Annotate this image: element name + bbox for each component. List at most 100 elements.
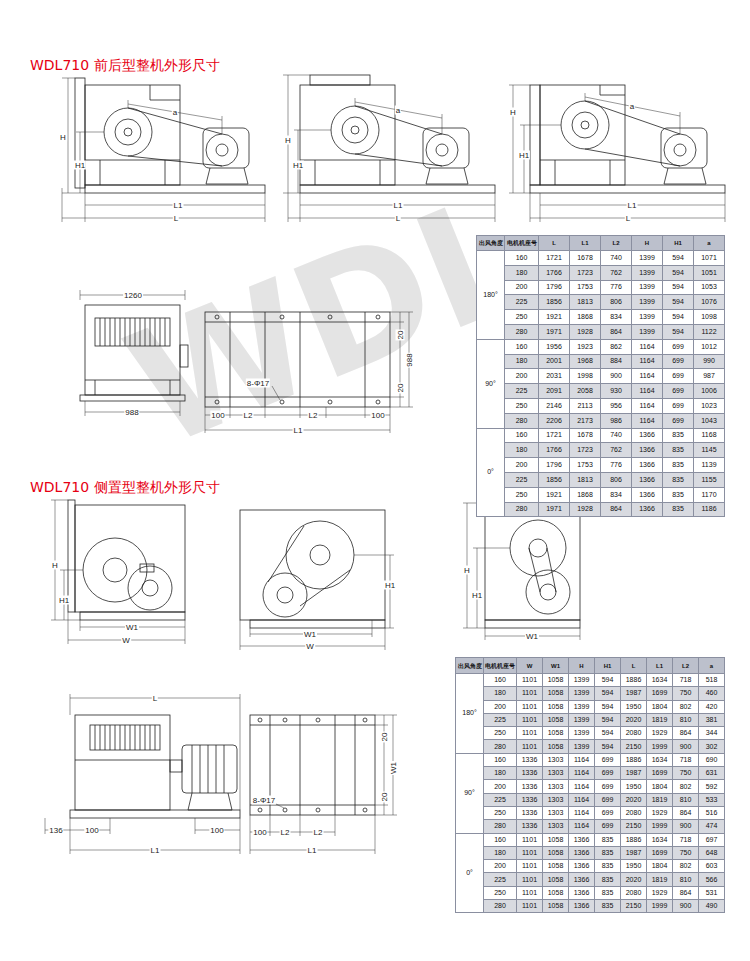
side-base-plan-part xyxy=(258,718,262,722)
table-cell: 1998 xyxy=(570,369,601,384)
table-cell: 1336 xyxy=(517,780,543,793)
table-cell: 1399 xyxy=(569,740,595,753)
table-cell: 1101 xyxy=(517,873,543,886)
front-rear-elevation-b-part xyxy=(426,168,468,184)
section-title: WDL710 侧置型整机外形尺寸 xyxy=(30,479,220,495)
table-cell: 531 xyxy=(699,886,725,899)
table-cell: 180 xyxy=(484,687,517,700)
table-cell: 834 xyxy=(601,310,632,325)
front-rear-elevation-c xyxy=(530,85,725,193)
table-cell: 594 xyxy=(595,674,621,687)
table-cell: 835 xyxy=(595,900,621,913)
table-cell: 1999 xyxy=(647,820,673,833)
table-cell: 420 xyxy=(699,700,725,713)
table-cell: 835 xyxy=(595,886,621,899)
table-header: W xyxy=(517,658,543,674)
front-rear-elevation-a-part xyxy=(203,128,249,168)
table-cell: 1886 xyxy=(621,753,647,766)
dimension-label: 988 xyxy=(124,408,139,417)
table-cell: 200 xyxy=(505,458,539,473)
table-cell: 1366 xyxy=(569,900,595,913)
dimension-lines-plan-part xyxy=(80,290,185,416)
table-cell: 1053 xyxy=(694,280,725,295)
side-base-plan-part xyxy=(363,808,367,812)
table-cell: 594 xyxy=(663,265,694,280)
table-cell: 835 xyxy=(663,472,694,487)
side-elevation-e-part xyxy=(250,620,385,628)
table-cell: 1950 xyxy=(621,780,647,793)
table-cell: 690 xyxy=(699,753,725,766)
table-cell: 987 xyxy=(694,369,725,384)
table-cell: 1164 xyxy=(569,753,595,766)
front-rear-elevation-a-part xyxy=(206,134,238,166)
front-rear-elevation-b-part xyxy=(423,128,469,168)
table-cell: 835 xyxy=(663,458,694,473)
base-plan-view-part xyxy=(280,315,284,319)
side-elevation-d-part xyxy=(128,566,172,610)
front-rear-elevation-a-part xyxy=(104,108,152,156)
table-cell: 1058 xyxy=(543,713,569,726)
table-cell: 1399 xyxy=(632,265,663,280)
table-cell: 1164 xyxy=(632,354,663,369)
table-cell: 699 xyxy=(595,767,621,780)
table-cell: 1058 xyxy=(543,860,569,873)
table-cell: 250 xyxy=(505,487,539,502)
table-cell: 1043 xyxy=(694,413,725,428)
side-base-plan-part xyxy=(316,808,320,812)
table-cell: 1868 xyxy=(570,310,601,325)
table-header: H xyxy=(569,658,595,674)
table-cell: 1336 xyxy=(517,820,543,833)
table-cell: 699 xyxy=(595,753,621,766)
table-cell: 1956 xyxy=(539,339,570,354)
side-view xyxy=(70,715,240,818)
angle-cell: 0° xyxy=(456,833,484,913)
dimension-label: 1260 xyxy=(123,291,143,300)
front-rear-elevation-a-part xyxy=(85,185,265,193)
table-cell: 1303 xyxy=(543,753,569,766)
dimension-label: 100 xyxy=(210,411,225,420)
table-cell: 900 xyxy=(673,900,699,913)
angle-cell: 90° xyxy=(456,753,484,833)
table-cell: 280 xyxy=(505,502,539,517)
table-cell: 225 xyxy=(505,472,539,487)
table-cell: 250 xyxy=(505,310,539,325)
dimension-label: H xyxy=(463,566,471,575)
table-cell: 1856 xyxy=(539,295,570,310)
table-cell: 1303 xyxy=(543,780,569,793)
side-elevation-f-part xyxy=(485,620,580,628)
front-rear-elevation-a-part xyxy=(206,168,248,184)
table-cell: 2080 xyxy=(621,886,647,899)
table-cell: 776 xyxy=(601,280,632,295)
table-cell: 1813 xyxy=(570,295,601,310)
dimension-label: W1 xyxy=(125,623,139,632)
table-cell: 806 xyxy=(601,472,632,487)
front-rear-elevation-c-part xyxy=(664,134,696,166)
angle-cell: 180° xyxy=(456,674,484,754)
table-cell: 1678 xyxy=(570,251,601,266)
front-rear-elevation-c-part xyxy=(540,85,625,185)
table-cell: 740 xyxy=(601,428,632,443)
dimension-lines-base-part xyxy=(390,312,413,407)
table-cell: 2173 xyxy=(570,413,601,428)
table-cell: 1723 xyxy=(570,265,601,280)
table-cell: 2150 xyxy=(621,740,647,753)
table-cell: 1366 xyxy=(569,886,595,899)
dimension-lines-e xyxy=(240,555,394,650)
table-cell: 1804 xyxy=(647,860,673,873)
base-plan-view-part xyxy=(376,315,380,319)
table-cell: 1186 xyxy=(694,502,725,517)
dimension-lines-b-part xyxy=(355,98,442,134)
front-rear-elevation-c-part xyxy=(561,101,609,149)
dimension-lines-f xyxy=(463,503,580,640)
dimension-label: H1 xyxy=(58,596,70,605)
table-cell: 200 xyxy=(484,700,517,713)
base-plan-view-part xyxy=(280,400,284,404)
table-cell: 1122 xyxy=(694,324,725,339)
table-cell: 1336 xyxy=(517,793,543,806)
table-cell: 460 xyxy=(699,687,725,700)
dimension-lines-side-plan-part xyxy=(276,804,284,808)
table-cell: 1012 xyxy=(694,339,725,354)
dimension-label: L xyxy=(152,694,158,703)
dimension-lines-b xyxy=(283,75,495,222)
